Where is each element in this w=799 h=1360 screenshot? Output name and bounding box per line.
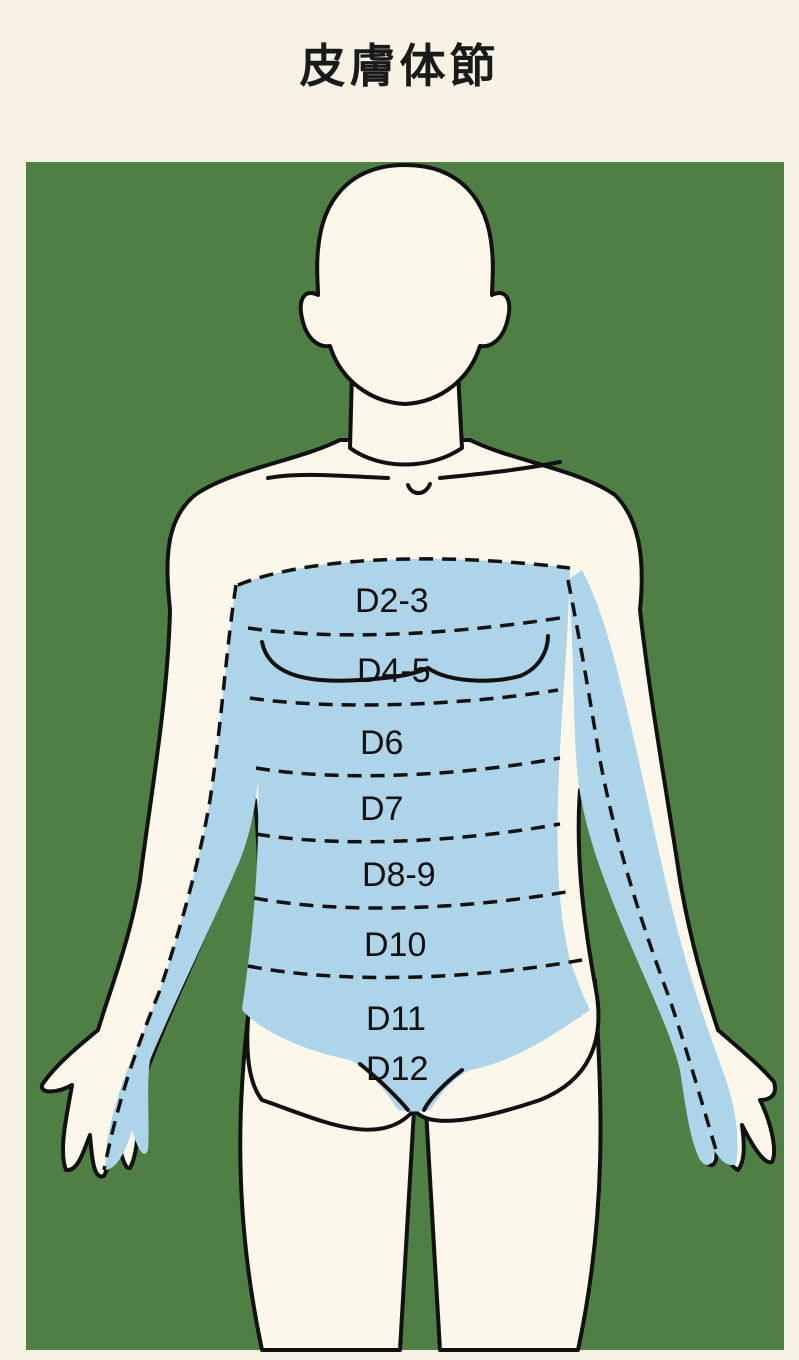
label-d11: D11	[366, 1000, 426, 1038]
label-d10: D10	[364, 926, 426, 964]
label-d12: D12	[366, 1050, 428, 1088]
label-d4-5: D4-5	[357, 652, 431, 690]
label-d7: D7	[360, 790, 403, 828]
label-d6: D6	[360, 724, 403, 762]
label-d2-3: D2-3	[355, 582, 429, 620]
label-d8-9: D8-9	[362, 856, 436, 894]
